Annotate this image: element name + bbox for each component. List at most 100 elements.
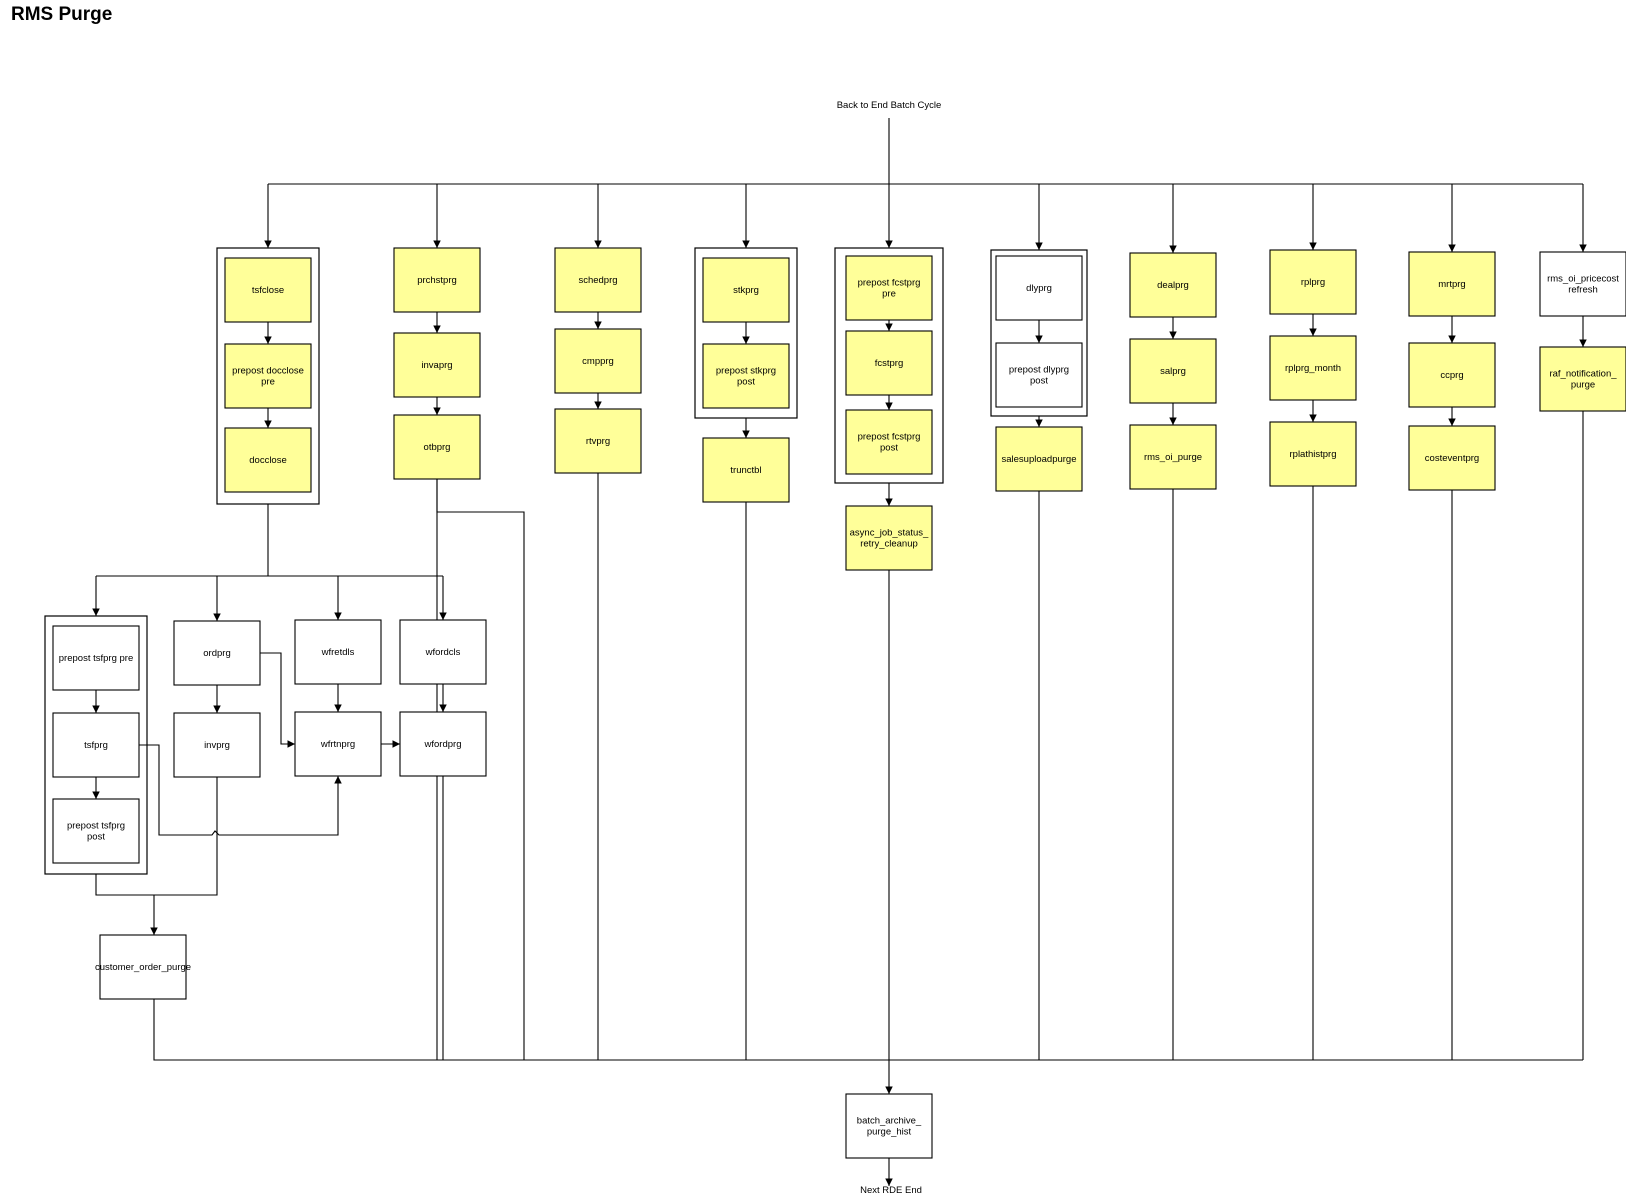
start-label: Back to End Batch Cycle xyxy=(837,100,942,111)
node-label: rtvprg xyxy=(586,436,610,447)
node-box xyxy=(845,1093,933,1159)
node-salprg: salprg xyxy=(1129,338,1217,404)
node-label: rplprg_month xyxy=(1285,363,1341,374)
node-box xyxy=(224,257,312,323)
node-box xyxy=(1269,335,1357,401)
node-label: wfretdls xyxy=(321,647,355,658)
node-label: cmpprg xyxy=(582,356,614,367)
node-label: ccprg xyxy=(1440,370,1463,381)
node-label: tsfprg xyxy=(84,740,108,751)
node-label: mrtprg xyxy=(1438,279,1465,290)
node-box xyxy=(224,427,312,493)
node-async-job-status: async_job_status_retry_cleanup xyxy=(845,505,933,571)
node-box xyxy=(702,343,790,409)
node-box xyxy=(399,619,487,685)
tsfprg-to-wfrtnprg xyxy=(139,744,342,836)
node-box xyxy=(1269,249,1357,315)
node-box xyxy=(1539,251,1626,317)
node-tsfprg: tsfprg xyxy=(52,712,140,778)
node-label: customer_order_purge xyxy=(95,962,191,973)
node-mrtprg: mrtprg xyxy=(1408,251,1496,317)
node-box xyxy=(995,426,1083,492)
node-box xyxy=(702,437,790,503)
node-ordprg: ordprg xyxy=(173,620,261,686)
node-salesuploadpurge: salesuploadpurge xyxy=(995,426,1083,492)
node-label: prchstprg xyxy=(417,275,457,286)
node-label: rplprg xyxy=(1301,277,1325,288)
node-prchstprg: prchstprg xyxy=(393,247,481,313)
node-wfretdls: wfretdls xyxy=(294,619,382,685)
node-label: rms_oi_purge xyxy=(1144,452,1202,463)
node-box xyxy=(294,711,382,777)
invprg-to-join xyxy=(95,777,218,896)
node-wfordcls: wfordcls xyxy=(399,619,487,685)
page-title: RMS Purge xyxy=(11,4,113,25)
node-label: invprg xyxy=(204,740,230,751)
node-label: tsfclose xyxy=(252,285,284,296)
node-box xyxy=(845,255,933,321)
node-box xyxy=(1129,338,1217,404)
node-invprg: invprg xyxy=(173,712,261,778)
node-label: batch_archive_purge_hist xyxy=(857,1116,922,1138)
node-box xyxy=(393,332,481,398)
node-rplprg-month: rplprg_month xyxy=(1269,335,1357,401)
node-box xyxy=(845,330,933,396)
node-box xyxy=(1408,425,1496,491)
otbprg-drop xyxy=(436,479,525,1060)
node-box xyxy=(554,328,642,394)
node-label: rplathistprg xyxy=(1290,449,1337,460)
node-box xyxy=(173,712,261,778)
node-label: salesuploadpurge xyxy=(1001,454,1076,465)
node-box xyxy=(294,619,382,685)
node-box xyxy=(173,620,261,686)
node-label: dlyprg xyxy=(1026,283,1052,294)
node-box xyxy=(1129,424,1217,490)
node-box xyxy=(393,247,481,313)
node-rplprg: rplprg xyxy=(1269,249,1357,315)
node-tsfclose: tsfclose xyxy=(224,257,312,323)
node-label: prepost tsfprg pre xyxy=(59,653,133,664)
node-box xyxy=(224,343,312,409)
node-box xyxy=(1129,252,1217,318)
end-label: Next RDE End xyxy=(860,1185,922,1196)
node-label: salprg xyxy=(1160,366,1186,377)
node-label: fcstprg xyxy=(875,358,904,369)
node-batch-archive-purge-hist: batch_archive_purge_hist xyxy=(845,1093,933,1159)
node-label: docclose xyxy=(249,455,287,466)
node-rplathistprg: rplathistprg xyxy=(1269,421,1357,487)
node-costeventprg: costeventprg xyxy=(1408,425,1496,491)
node-label: raf_notification_purge xyxy=(1549,369,1617,391)
node-box xyxy=(995,255,1083,321)
node-label: dealprg xyxy=(1157,280,1189,291)
node-schedprg: schedprg xyxy=(554,247,642,313)
node-label: wfordprg xyxy=(424,739,462,750)
node-dlyprg: dlyprg xyxy=(995,255,1083,321)
node-box xyxy=(52,712,140,778)
node-fcstprg: fcstprg xyxy=(845,330,933,396)
node-label: invaprg xyxy=(421,360,452,371)
node-label: otbprg xyxy=(424,442,451,453)
node-wfordprg: wfordprg xyxy=(399,711,487,777)
node-box xyxy=(845,409,933,475)
node-label: async_job_status_retry_cleanup xyxy=(850,528,929,550)
node-label: trunctbl xyxy=(730,465,761,476)
node-rms-oi-purge: rms_oi_purge xyxy=(1129,424,1217,490)
node-box xyxy=(1539,346,1626,412)
node-rtvprg: rtvprg xyxy=(554,408,642,474)
node-ccprg: ccprg xyxy=(1408,342,1496,408)
node-box xyxy=(52,798,140,864)
node-docclose: docclose xyxy=(224,427,312,493)
bottom-bus xyxy=(153,999,1583,1061)
node-box xyxy=(554,408,642,474)
